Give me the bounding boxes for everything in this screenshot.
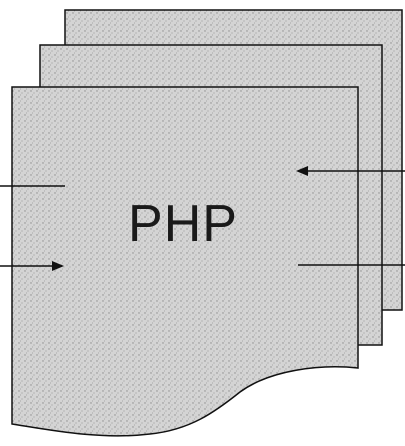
page-front <box>12 87 358 436</box>
document-label: PHP <box>118 198 248 250</box>
